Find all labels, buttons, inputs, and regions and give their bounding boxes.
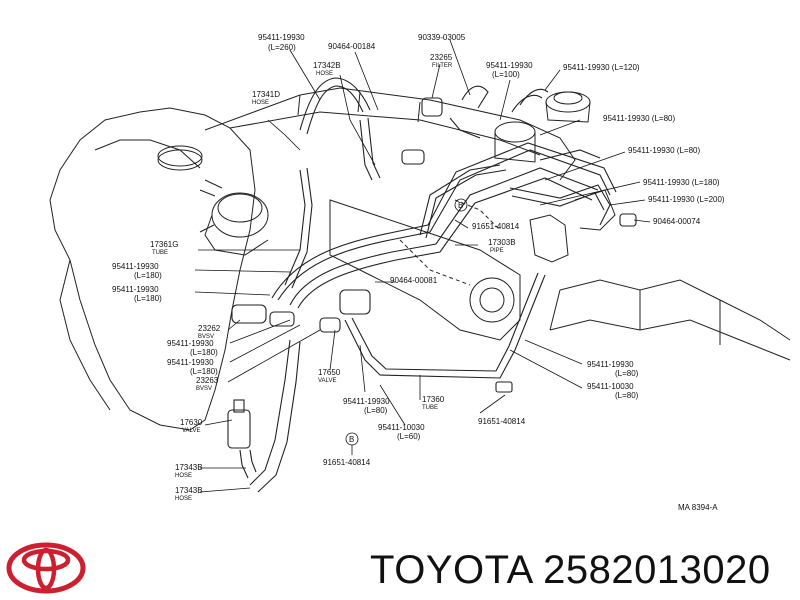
part-label: 95411-19930 (L=180) bbox=[643, 178, 720, 187]
vacuum-lines bbox=[227, 77, 637, 493]
part-label: 95411-10030 bbox=[587, 382, 634, 391]
part-label: 90464-00074 bbox=[653, 217, 701, 226]
part-label: BVSV bbox=[198, 334, 214, 340]
part-label: HOSE bbox=[252, 100, 269, 106]
part-label: HOSE bbox=[175, 496, 192, 502]
part-label: (L=80) bbox=[615, 369, 639, 378]
part-label: HOSE bbox=[175, 473, 192, 479]
b-marker-bottom: B bbox=[345, 432, 359, 446]
part-label: 17360 bbox=[422, 395, 445, 404]
part-label: 23265 bbox=[430, 53, 453, 62]
part-label: (L=180) bbox=[134, 294, 162, 303]
reference-code: MA 8394-A bbox=[678, 503, 718, 512]
toyota-logo-icon bbox=[6, 542, 86, 599]
svg-text:B: B bbox=[458, 201, 463, 210]
part-label: 17342B bbox=[313, 61, 341, 70]
part-label: 91651-40814 bbox=[323, 458, 371, 467]
part-label: 17303B bbox=[488, 238, 516, 247]
part-label: 95411-19930 (L=200) bbox=[648, 195, 725, 204]
part-label: 91651-40814 bbox=[472, 222, 520, 231]
part-label: 23262 bbox=[198, 324, 221, 333]
part-label: 17343B bbox=[175, 463, 203, 472]
part-label: (L=80) bbox=[615, 391, 639, 400]
leader-lines bbox=[194, 39, 651, 493]
part-label: 17341D bbox=[252, 90, 280, 99]
part-label: (L=180) bbox=[190, 348, 218, 357]
part-label: 91651-40814 bbox=[478, 417, 526, 426]
part-label: FILTER bbox=[432, 63, 453, 69]
part-label: 95411-19930 bbox=[167, 339, 214, 348]
part-labels: 95411-19930 (L=260) 90464-00184 90339-03… bbox=[112, 33, 725, 512]
part-label: 95411-19930 (L=80) bbox=[603, 114, 675, 123]
part-label: 95411-19930 bbox=[587, 360, 634, 369]
part-label: (L=180) bbox=[190, 367, 218, 376]
part-label: 95411-19930 bbox=[343, 397, 390, 406]
part-label: 95411-19930 bbox=[258, 33, 305, 42]
part-label: (L=260) bbox=[268, 43, 296, 52]
part-label: 17630 bbox=[180, 418, 203, 427]
part-label: 95411-19930 bbox=[486, 61, 533, 70]
part-label: 95411-19930 bbox=[167, 358, 214, 367]
part-label: 95411-19930 bbox=[112, 285, 159, 294]
part-label: HOSE bbox=[316, 71, 333, 77]
part-label: 95411-10030 bbox=[378, 423, 425, 432]
part-label: 90464-00081 bbox=[390, 276, 438, 285]
part-label: 17650 bbox=[318, 368, 341, 377]
part-label: BVSV bbox=[196, 386, 212, 392]
svg-text:B: B bbox=[349, 435, 354, 444]
part-label: TUBE bbox=[422, 405, 438, 411]
part-label: 95411-19930 (L=120) bbox=[563, 63, 640, 72]
part-label: (L=60) bbox=[397, 432, 421, 441]
part-label: 90339-03005 bbox=[418, 33, 466, 42]
part-label: TUBE bbox=[152, 250, 168, 256]
part-label: 23263 bbox=[196, 376, 219, 385]
part-label: (L=180) bbox=[134, 271, 162, 280]
part-label: VALVE bbox=[318, 378, 336, 384]
engine-illustration bbox=[49, 87, 791, 431]
part-label: (L=100) bbox=[492, 70, 520, 79]
brand-part-number: TOYOTA 2582013020 bbox=[370, 548, 771, 592]
b-marker-top: B bbox=[454, 198, 468, 212]
part-label: 95411-19930 bbox=[112, 262, 159, 271]
part-label: 17343B bbox=[175, 486, 203, 495]
part-label: VALVE bbox=[182, 428, 200, 434]
part-label: 90464-00184 bbox=[328, 42, 376, 51]
part-label: 17361G bbox=[150, 240, 178, 249]
part-label: (L=80) bbox=[364, 406, 388, 415]
part-label: PIPE bbox=[490, 248, 504, 254]
part-label: 95411-19930 (L=80) bbox=[628, 146, 700, 155]
